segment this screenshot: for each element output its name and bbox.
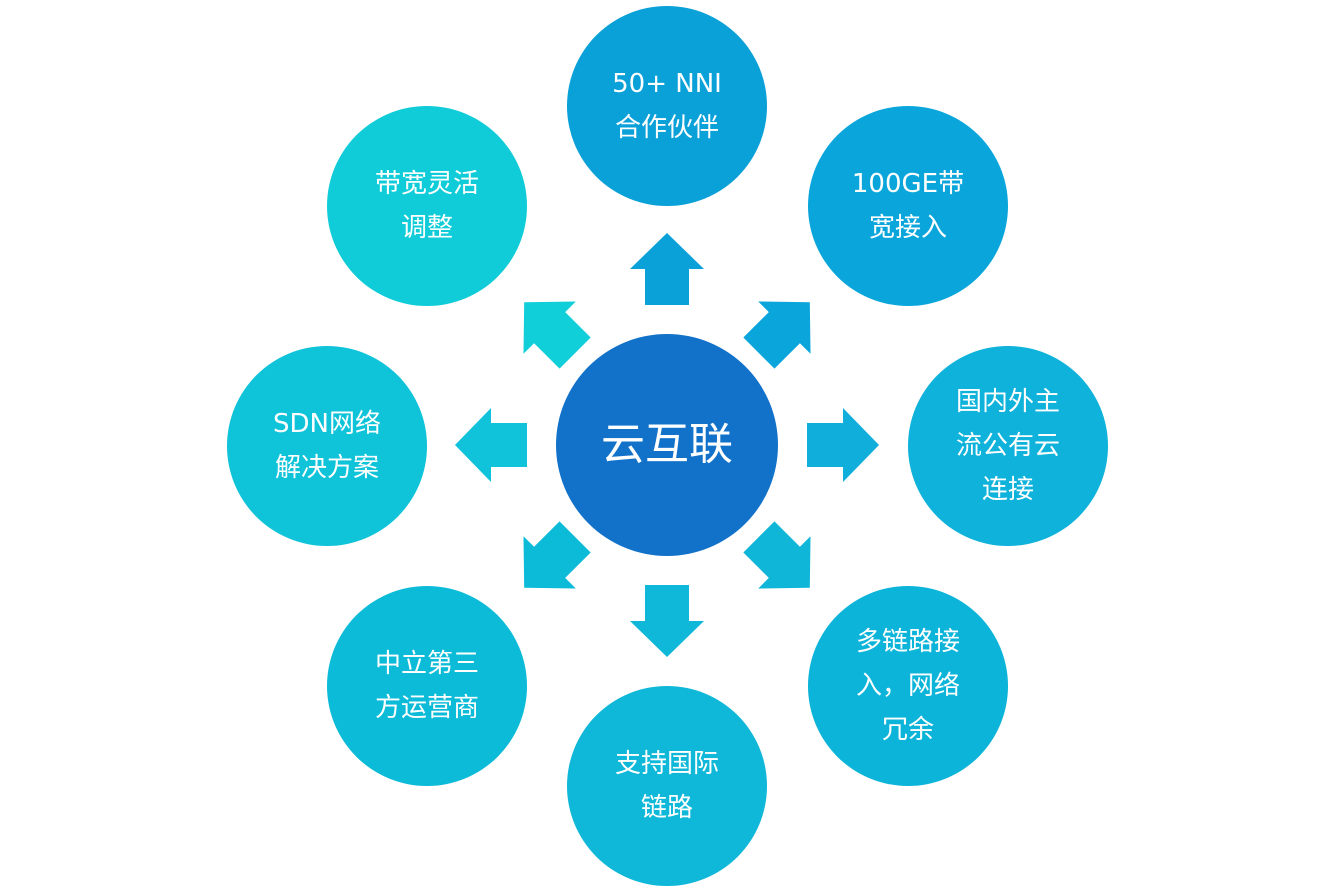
node-nni-partners: 50+ NNI 合作伙伴 — [567, 6, 767, 206]
arrow-down-right — [743, 521, 811, 589]
arrow-up — [630, 233, 704, 305]
center-node: 云互联 — [556, 334, 778, 556]
node-sdn-solution: SDN网络 解决方案 — [227, 346, 427, 546]
node-sdn-solution-label: SDN网络 解决方案 — [273, 409, 381, 483]
center-label: 云互联 — [601, 419, 733, 470]
node-international-link: 支持国际 链路 — [567, 686, 767, 886]
node-flexible-bandwidth-label: 带宽灵活 调整 — [374, 169, 479, 243]
arrow-down — [630, 585, 704, 657]
node-public-cloud-label: 国内外主 流公有云 连接 — [955, 387, 1060, 505]
node-international-link-label: 支持国际 链路 — [614, 749, 719, 823]
node-neutral-operator-label: 中立第三 方运营商 — [374, 649, 479, 723]
arrow-up-left — [523, 301, 591, 369]
node-100ge-access: 100GE带 宽接入 — [808, 106, 1008, 306]
node-multi-link: 多链路接 入，网络 冗余 — [808, 586, 1008, 786]
node-public-cloud: 国内外主 流公有云 连接 — [908, 346, 1108, 546]
node-100ge-access-label: 100GE带 宽接入 — [851, 169, 965, 243]
arrow-left — [455, 408, 527, 482]
arrow-up-right — [743, 301, 811, 369]
node-flexible-bandwidth: 带宽灵活 调整 — [327, 106, 527, 306]
node-multi-link-label: 多链路接 入，网络 冗余 — [855, 627, 960, 745]
node-neutral-operator: 中立第三 方运营商 — [327, 586, 527, 786]
arrow-down-left — [523, 521, 591, 589]
arrow-right — [807, 408, 879, 482]
node-nni-partners-label: 50+ NNI 合作伙伴 — [612, 69, 722, 143]
